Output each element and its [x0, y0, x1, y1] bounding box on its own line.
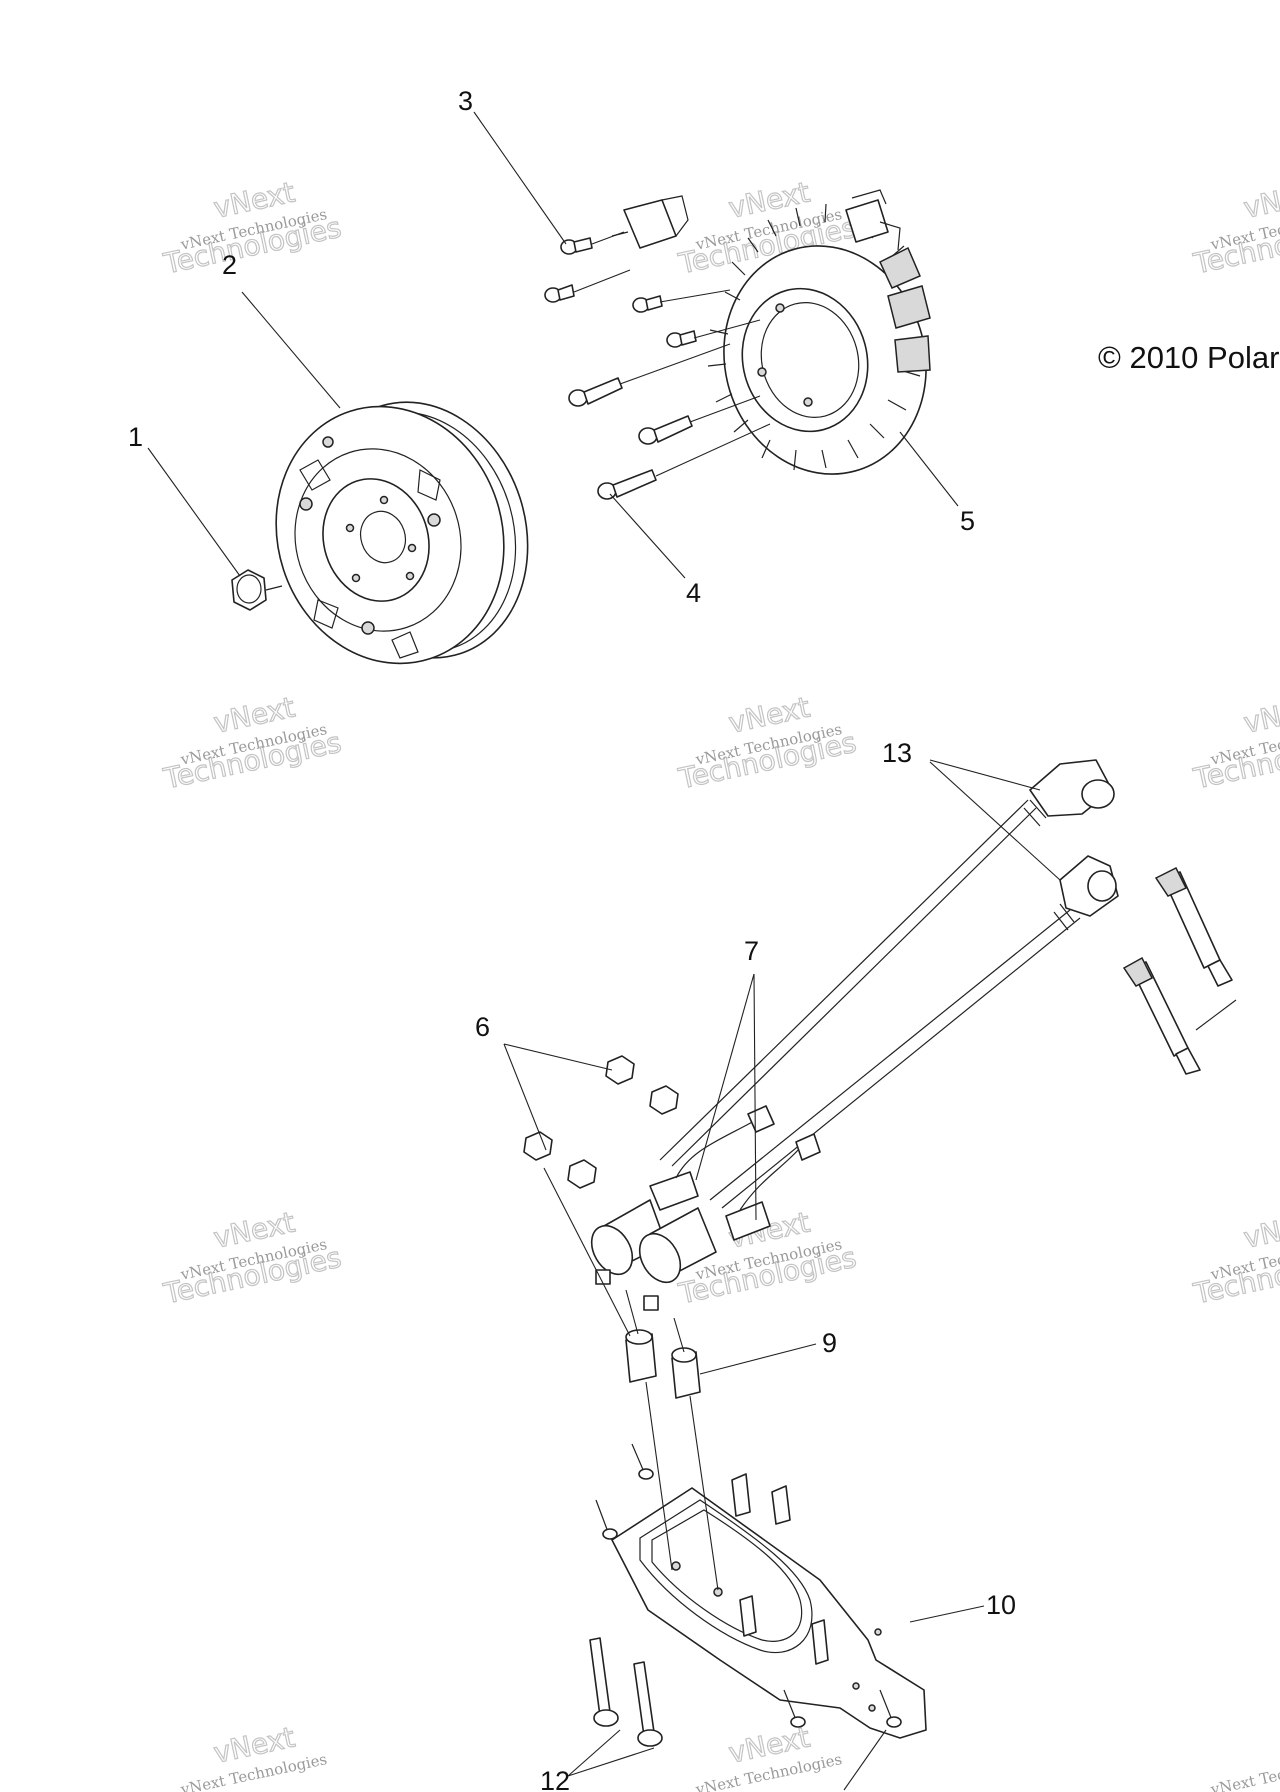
- bolt-4b: [638, 415, 693, 445]
- callout-5: 5: [960, 506, 975, 536]
- watermark-vnext: vNext: [1241, 691, 1280, 740]
- callout-1: 1: [128, 422, 143, 452]
- callout-4: 4: [686, 578, 701, 608]
- watermark-text: vNext Technologies: [1208, 1750, 1280, 1792]
- screws-group: [544, 237, 697, 500]
- copyright-text: © 2010 Polar: [1098, 340, 1279, 375]
- callout-10: 10: [986, 1590, 1016, 1620]
- stator-connector-part: [845, 189, 901, 251]
- screw-stator-b: [666, 330, 697, 348]
- watermark-7: vNext Technologies vNext Technologies: [160, 1205, 345, 1311]
- callout-12: 12: [540, 1766, 570, 1792]
- plate-screws-group: [595, 1443, 902, 1728]
- callout-6: 6: [475, 1012, 490, 1042]
- flywheel-part: [275, 401, 529, 665]
- watermark-6: vNext Technologies vNext Technologies: [1190, 690, 1280, 796]
- spacers-group: [625, 1329, 701, 1399]
- watermark-3: vNext Technologies vNext Technologies: [1190, 175, 1280, 281]
- watermark-1: vNext Technologies vNext Technologies: [160, 175, 345, 281]
- alignment-lines: [573, 231, 771, 477]
- callout-13: 13: [882, 738, 912, 768]
- watermark-vnext: vNext: [1241, 1206, 1280, 1255]
- bolt-4a: [568, 377, 623, 407]
- watermark-5: vNext Technologies vNext Technologies: [675, 690, 860, 796]
- watermark-12: vNext Technologies: [1208, 1750, 1280, 1792]
- watermark-11: vNext vNext Technologies: [693, 1720, 843, 1792]
- callout-2: 2: [222, 250, 237, 280]
- pickup-sensor-part: [611, 195, 689, 249]
- watermark-4: vNext Technologies vNext Technologies: [160, 690, 345, 796]
- bolt-4c: [597, 469, 657, 500]
- screw-3b: [544, 284, 575, 303]
- stator-part: [707, 203, 931, 475]
- leader-lines: [147, 111, 1237, 1791]
- bolts-group: [589, 1637, 663, 1747]
- callout-7: 7: [744, 936, 759, 966]
- screw-stator-a: [632, 295, 663, 313]
- nuts-group: [523, 1055, 679, 1189]
- spark-plug-cap-part: [1023, 759, 1119, 931]
- screw-3a: [560, 237, 593, 255]
- flywheel-nut-part: [231, 569, 283, 611]
- mounting-plate-part: [611, 1473, 927, 1739]
- watermark-vnext: vNext: [1241, 176, 1280, 225]
- callout-9: 9: [822, 1328, 837, 1358]
- spark-plug-part: [1122, 866, 1233, 1075]
- callout-3: 3: [458, 86, 473, 116]
- ignition-coil-part: [590, 799, 1081, 1311]
- spacer-alignment-lines: [625, 1289, 719, 1591]
- callout-numbers: 3 2 1 4 5 13 7 6 9 10 12: [128, 86, 1016, 1792]
- watermark-10: vNext vNext Technologies: [178, 1720, 328, 1792]
- watermark-9: vNext Technologies vNext Technologies: [1190, 1205, 1280, 1311]
